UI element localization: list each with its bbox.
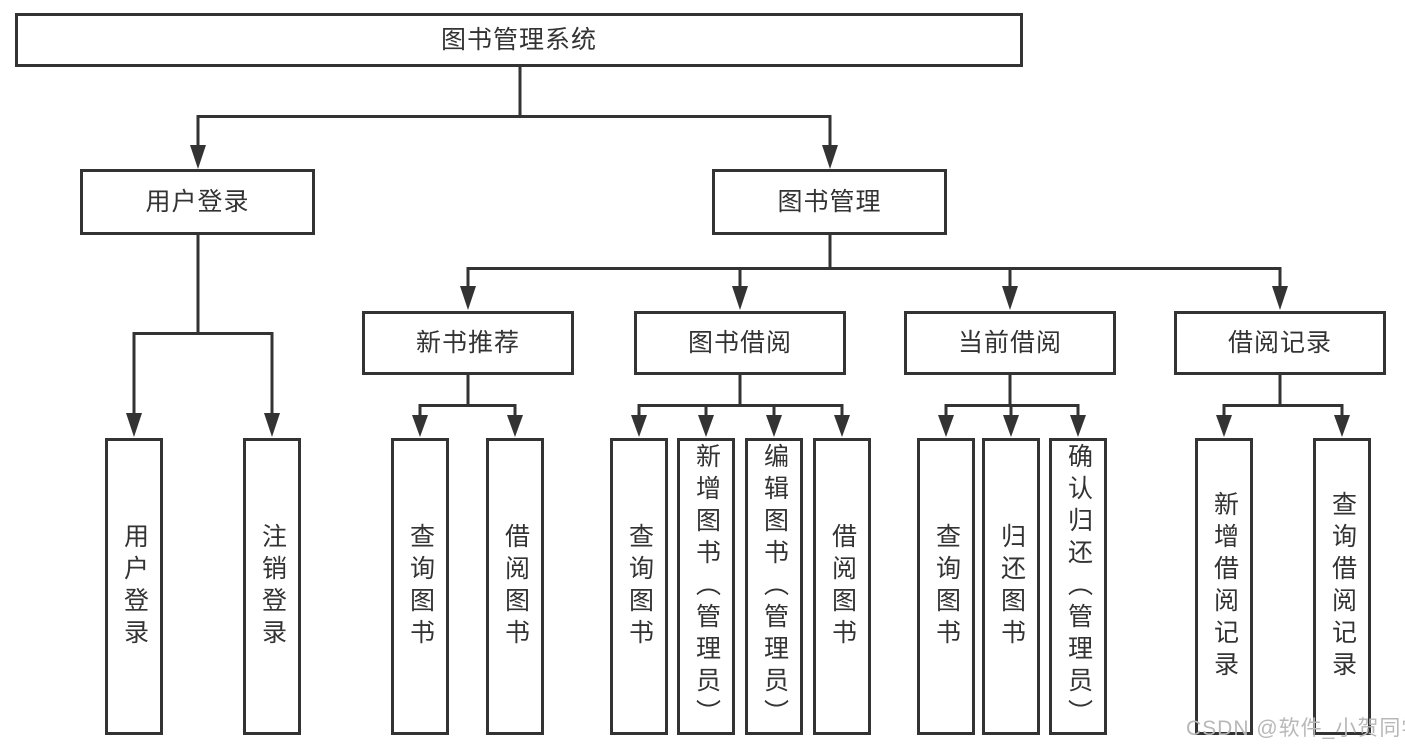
csdn-watermark: CSDN @软件_小贺同学 bbox=[1186, 717, 1405, 740]
node-book-borrow: 图书借阅 bbox=[634, 311, 846, 375]
arrow-down-icon bbox=[1002, 286, 1018, 310]
connector-borrow-records-to-leaves bbox=[1216, 375, 1350, 437]
leaf-add-books-admin: 新增图书（管理员） bbox=[677, 438, 735, 735]
arrow-down-icon bbox=[698, 415, 714, 437]
arrow-down-icon bbox=[1070, 415, 1086, 437]
leaf-add-borrow-record: 新增借阅记录 bbox=[1195, 438, 1253, 735]
arrow-down-icon bbox=[1003, 415, 1019, 437]
leaf-borrow-books-recommend: 借阅图书 bbox=[486, 438, 544, 735]
node-root-system: 图书管理系统 bbox=[15, 13, 1023, 67]
leaf-query-books-borrow: 查询图书 bbox=[610, 438, 668, 735]
arrow-down-icon bbox=[834, 415, 850, 437]
leaf-confirm-return-admin: 确认归还（管理员） bbox=[1049, 438, 1107, 735]
arrow-down-icon bbox=[631, 415, 647, 437]
arrow-down-icon bbox=[766, 415, 782, 437]
arrow-down-icon bbox=[822, 145, 838, 169]
arrow-down-icon bbox=[938, 415, 954, 437]
leaf-logout: 注销登录 bbox=[243, 438, 301, 735]
arrow-down-icon bbox=[412, 415, 428, 437]
leaf-user-login: 用户登录 bbox=[105, 438, 163, 735]
connector-current-borrow-to-leaves bbox=[938, 375, 1086, 437]
arrow-down-icon bbox=[460, 286, 476, 310]
node-new-book-recommend: 新书推荐 bbox=[362, 311, 574, 375]
connector-user-login-to-leaves bbox=[126, 235, 280, 437]
arrow-down-icon bbox=[732, 286, 748, 310]
arrow-down-icon bbox=[507, 415, 523, 437]
node-user-login: 用户登录 bbox=[80, 169, 315, 235]
leaf-return-books: 归还图书 bbox=[982, 438, 1040, 735]
arrow-down-icon bbox=[264, 413, 280, 437]
leaf-query-borrow-record: 查询借阅记录 bbox=[1313, 438, 1371, 735]
arrow-down-icon bbox=[1216, 415, 1232, 437]
arrow-down-icon bbox=[126, 413, 142, 437]
leaf-query-books-recommend: 查询图书 bbox=[391, 438, 449, 735]
arrow-down-icon bbox=[190, 145, 206, 169]
arrow-down-icon bbox=[1272, 286, 1288, 310]
connector-book-borrow-to-leaves bbox=[631, 375, 850, 437]
leaf-edit-books-admin: 编辑图书（管理员） bbox=[745, 438, 803, 735]
node-book-management: 图书管理 bbox=[712, 169, 947, 235]
arrow-down-icon bbox=[1334, 415, 1350, 437]
connector-book-management-to-level3 bbox=[460, 235, 1288, 310]
leaf-query-books-current: 查询图书 bbox=[917, 438, 975, 735]
node-current-borrow: 当前借阅 bbox=[904, 311, 1116, 375]
node-borrow-records: 借阅记录 bbox=[1174, 311, 1386, 375]
leaf-borrow-books: 借阅图书 bbox=[813, 438, 871, 735]
connector-new-books-to-leaves bbox=[412, 375, 523, 437]
connector-root-to-level2 bbox=[190, 67, 838, 169]
